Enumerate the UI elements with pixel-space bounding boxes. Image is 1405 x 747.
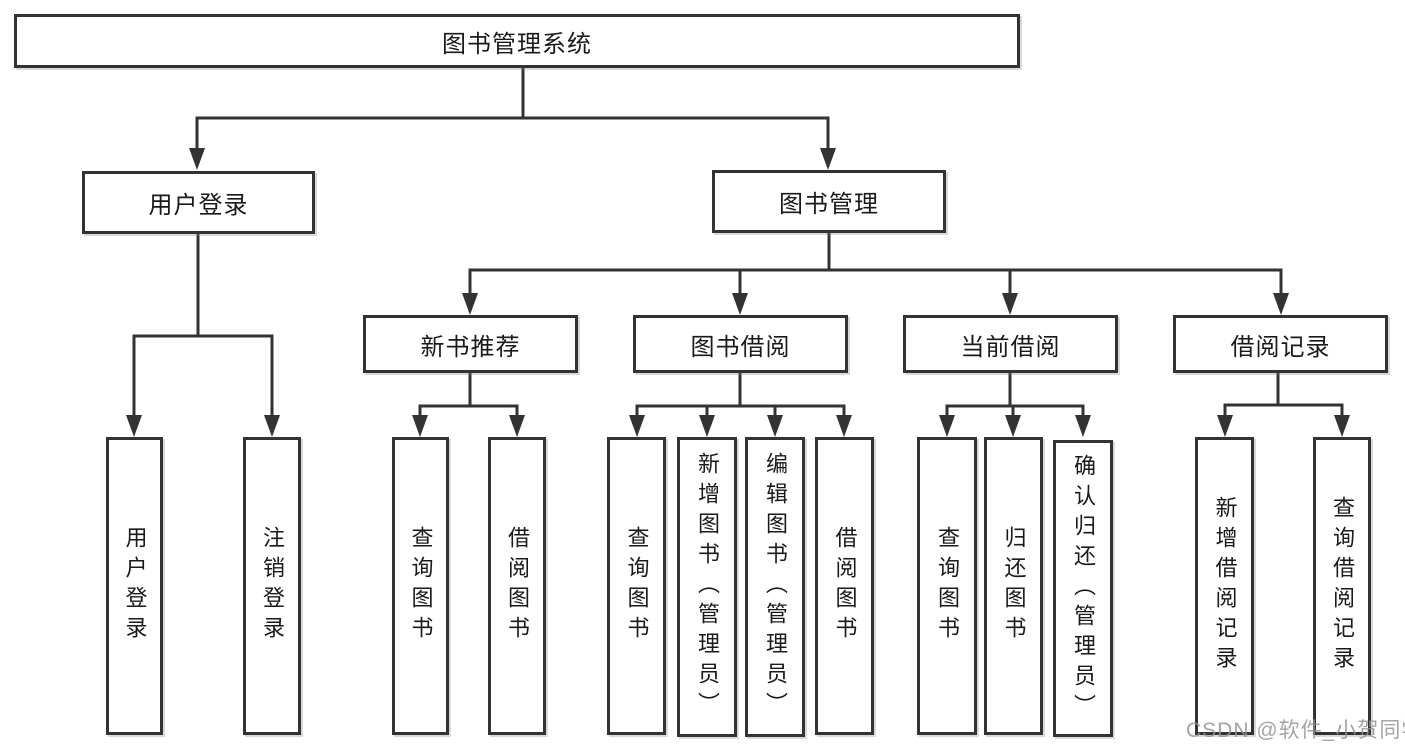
leaf-add-borrow-record: 新增借阅记录 bbox=[1195, 437, 1254, 735]
csdn-watermark: CSDN @软件_小贺同学 bbox=[1186, 719, 1405, 742]
node-borrow-records: 借阅记录 bbox=[1173, 315, 1388, 373]
leaf-query-books-recommend: 查询图书 bbox=[392, 437, 449, 735]
leaf-confirm-return-admin: 确认归还（管理员） bbox=[1053, 440, 1113, 737]
node-book-management: 图书管理 bbox=[712, 170, 946, 233]
leaf-borrow-books: 借阅图书 bbox=[815, 437, 874, 735]
leaf-borrow-books-recommend: 借阅图书 bbox=[488, 437, 546, 735]
node-user-login: 用户登录 bbox=[82, 171, 315, 234]
node-new-book-recommend: 新书推荐 bbox=[363, 315, 578, 373]
leaf-user-login: 用户登录 bbox=[106, 437, 163, 735]
leaf-add-books-admin: 新增图书（管理员） bbox=[677, 437, 737, 737]
leaf-query-books-borrow: 查询图书 bbox=[607, 437, 666, 735]
leaf-logout: 注销登录 bbox=[243, 437, 301, 735]
leaf-query-borrow-record: 查询借阅记录 bbox=[1313, 437, 1371, 735]
node-current-borrow: 当前借阅 bbox=[903, 315, 1118, 373]
node-root: 图书管理系统 bbox=[14, 14, 1020, 68]
node-book-borrow: 图书借阅 bbox=[633, 315, 848, 373]
leaf-return-books: 归还图书 bbox=[984, 437, 1043, 735]
leaf-query-books-current: 查询图书 bbox=[917, 437, 977, 735]
leaf-edit-books-admin: 编辑图书（管理员） bbox=[745, 437, 805, 737]
